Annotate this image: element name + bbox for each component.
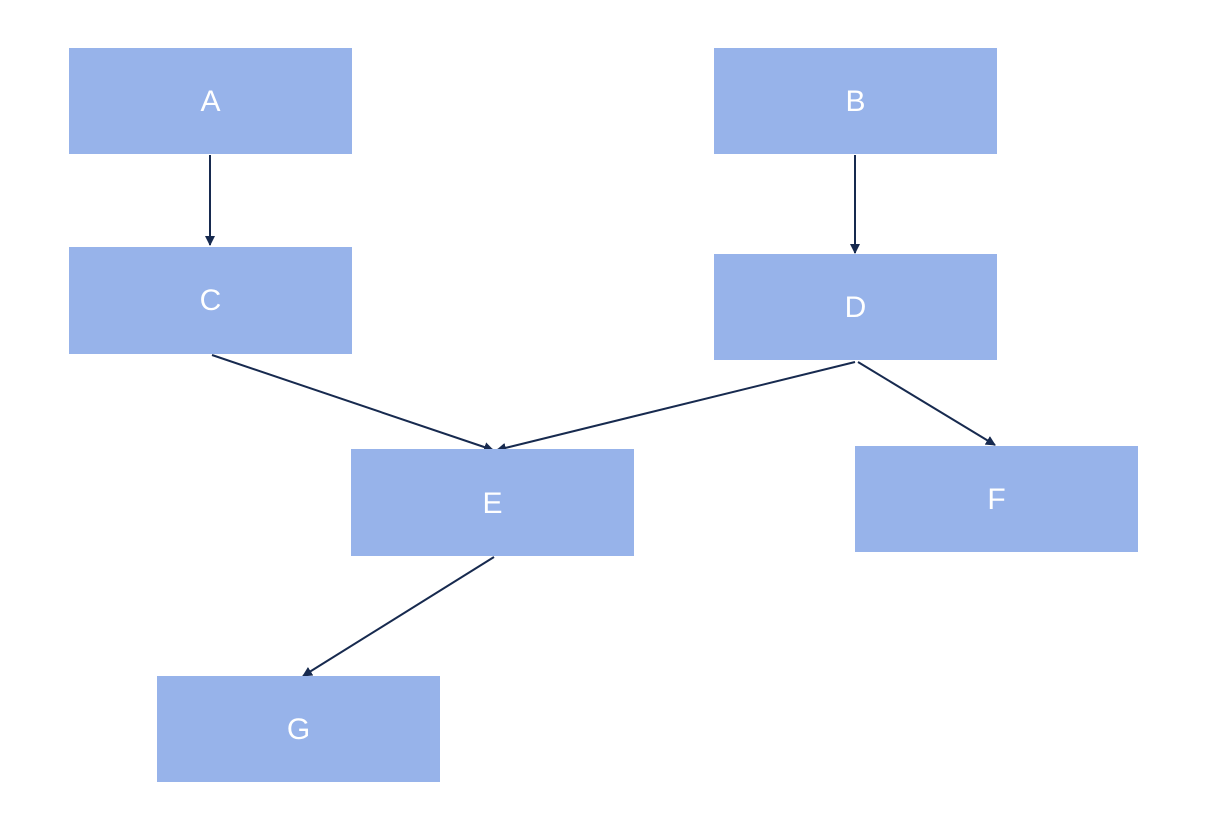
node-f: F [855,446,1138,552]
node-f-box [855,446,1138,552]
node-f-label: F [987,483,1005,516]
node-g: G [157,676,440,782]
node-e: E [351,449,634,556]
edge-d-to-e [496,361,856,453]
node-d-box [714,254,997,360]
node-a: A [69,48,352,154]
edge-d-to-f [857,361,996,446]
node-g-label: G [287,713,310,746]
node-c-box [69,247,352,354]
node-e-label: E [482,487,502,520]
node-a-label: A [200,85,220,118]
node-g-box [157,676,440,782]
node-b-box [714,48,997,154]
node-d-label: D [845,291,867,324]
node-c-label: C [200,284,222,317]
node-e-box [351,449,634,556]
node-b-label: B [845,85,865,118]
node-b: B [714,48,997,154]
node-a-box [69,48,352,154]
edge-e-to-g [302,556,495,677]
edge-c-to-e [211,354,494,452]
node-d: D [714,254,997,360]
node-c: C [69,247,352,354]
nodes: A B C D E F G [69,48,1138,782]
edges [205,155,996,677]
